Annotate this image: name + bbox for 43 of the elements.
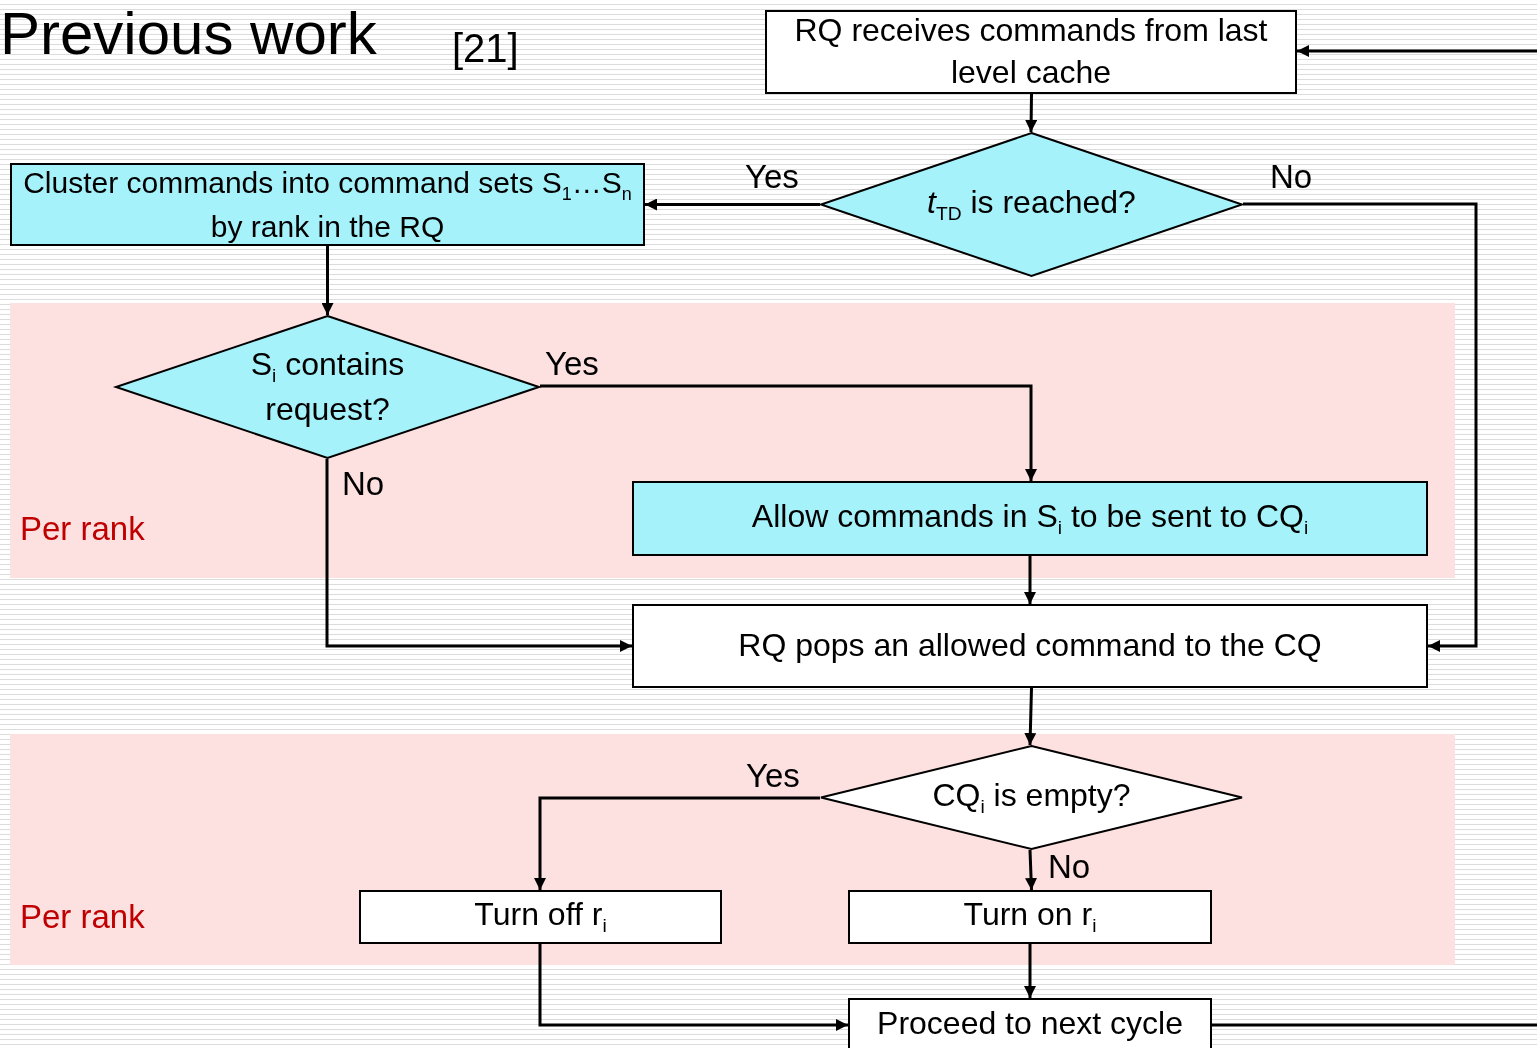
title: Previous work — [0, 4, 377, 64]
node-text: Turn off r$_{i}$ — [474, 895, 607, 939]
arrow — [1024, 944, 1036, 998]
arrow — [1243, 202, 1478, 652]
edge-label: No — [1270, 158, 1313, 196]
arrow — [1024, 687, 1037, 746]
arrow — [321, 246, 334, 315]
node-text: t$_{TD}$ is reached? — [926, 182, 1137, 227]
arrow — [1025, 849, 1038, 891]
region-band — [10, 303, 1455, 578]
arrow — [1297, 45, 1537, 57]
node-text: CQ$_{i}$ is empty? — [931, 775, 1132, 820]
process-box — [359, 890, 722, 944]
decision-diamond — [820, 132, 1243, 277]
region-label: Per rank — [20, 509, 145, 549]
process-box — [848, 890, 1212, 944]
arrow — [540, 384, 1037, 481]
decision-diamond — [820, 745, 1243, 850]
edge-label: No — [1048, 848, 1091, 886]
region-label: Per rank — [20, 897, 145, 937]
node-text: Cluster commands into command sets S$_{1}$…S$_{n}$ by rank in the RQ — [22, 165, 633, 245]
process-box — [632, 481, 1428, 556]
arrow — [1024, 556, 1036, 604]
edge-label: Yes — [745, 158, 799, 196]
edge-label: Yes — [746, 757, 800, 795]
arrow — [534, 796, 820, 890]
citation-label: [21] — [452, 28, 519, 68]
arrow — [1025, 93, 1038, 133]
node-text: Proceed to next cycle — [877, 1004, 1183, 1044]
arrow — [645, 198, 820, 211]
edge-label: Yes — [545, 345, 599, 383]
node-text: Turn on r$_{i}$ — [963, 895, 1097, 939]
edge-label: No — [342, 465, 385, 503]
process-box — [848, 998, 1212, 1048]
region-band — [10, 734, 1455, 965]
node-text: Allow commands in S$_{i}$ to be sent to CQ$_{i}$ — [751, 496, 1309, 541]
arrow — [538, 944, 848, 1031]
node-text: RQ pops an allowed command to the CQ — [738, 626, 1322, 666]
arrow — [325, 459, 632, 652]
process-box — [632, 604, 1428, 688]
node-text: RQ receives commands from last level cache — [793, 11, 1269, 92]
node-text: S$_{i}$ contains request? — [249, 344, 406, 429]
decision-diamond — [115, 315, 540, 459]
